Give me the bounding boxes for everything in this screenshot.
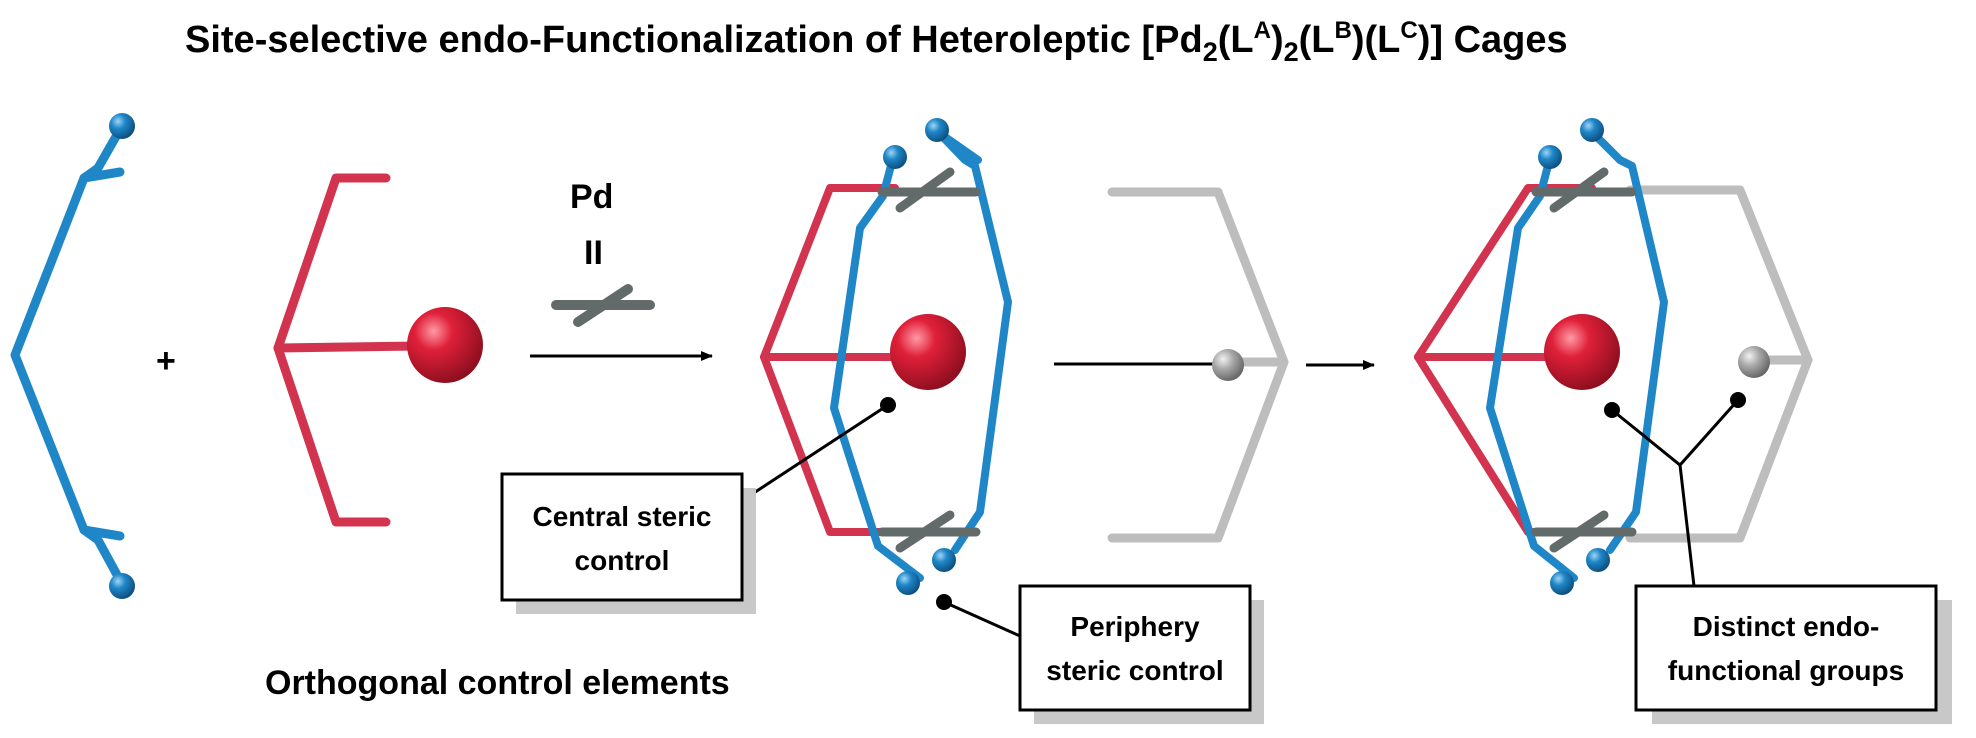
cage-intermediate	[760, 118, 1012, 595]
ligand-b-endo-group	[407, 307, 483, 383]
ligand-c-endo-group	[1212, 349, 1244, 381]
diagram-title: Site-selective endo-Functionalization of…	[185, 17, 1568, 67]
callout-central-steric: Central steric control	[500, 397, 896, 614]
central-label-line2: control	[575, 545, 670, 576]
ligand-a-blue	[10, 121, 127, 589]
cage-2-gray-endo-group	[1738, 346, 1770, 378]
ligand-a-bottom-donor	[109, 573, 135, 599]
plus-sign: +	[156, 342, 176, 380]
ligand-b-red	[273, 173, 425, 527]
periphery-label-line1: Periphery	[1070, 611, 1200, 642]
central-label-line1: Central steric	[533, 501, 712, 532]
callout-periphery-steric: Periphery steric control	[936, 584, 1264, 724]
distinct-label-line2: functional groups	[1668, 655, 1904, 686]
cage-2-red-endo-group	[1544, 314, 1620, 390]
orthogonal-caption: Orthogonal control elements	[265, 664, 730, 702]
distinct-label-line1: Distinct endo-	[1693, 611, 1880, 642]
pd-bar-icon	[551, 284, 655, 327]
ligand-c-gray	[1107, 187, 1289, 543]
cage-1-central-group	[890, 314, 966, 390]
callout-distinct-endo: Distinct endo- functional groups	[1604, 392, 1952, 724]
periphery-label-line2: steric control	[1046, 655, 1223, 686]
cage-final	[1414, 118, 1813, 595]
reagent-oxidation-label: II	[584, 234, 603, 272]
ligand-a-top-donor	[109, 113, 135, 139]
reagent-pd-label: Pd	[570, 178, 613, 216]
